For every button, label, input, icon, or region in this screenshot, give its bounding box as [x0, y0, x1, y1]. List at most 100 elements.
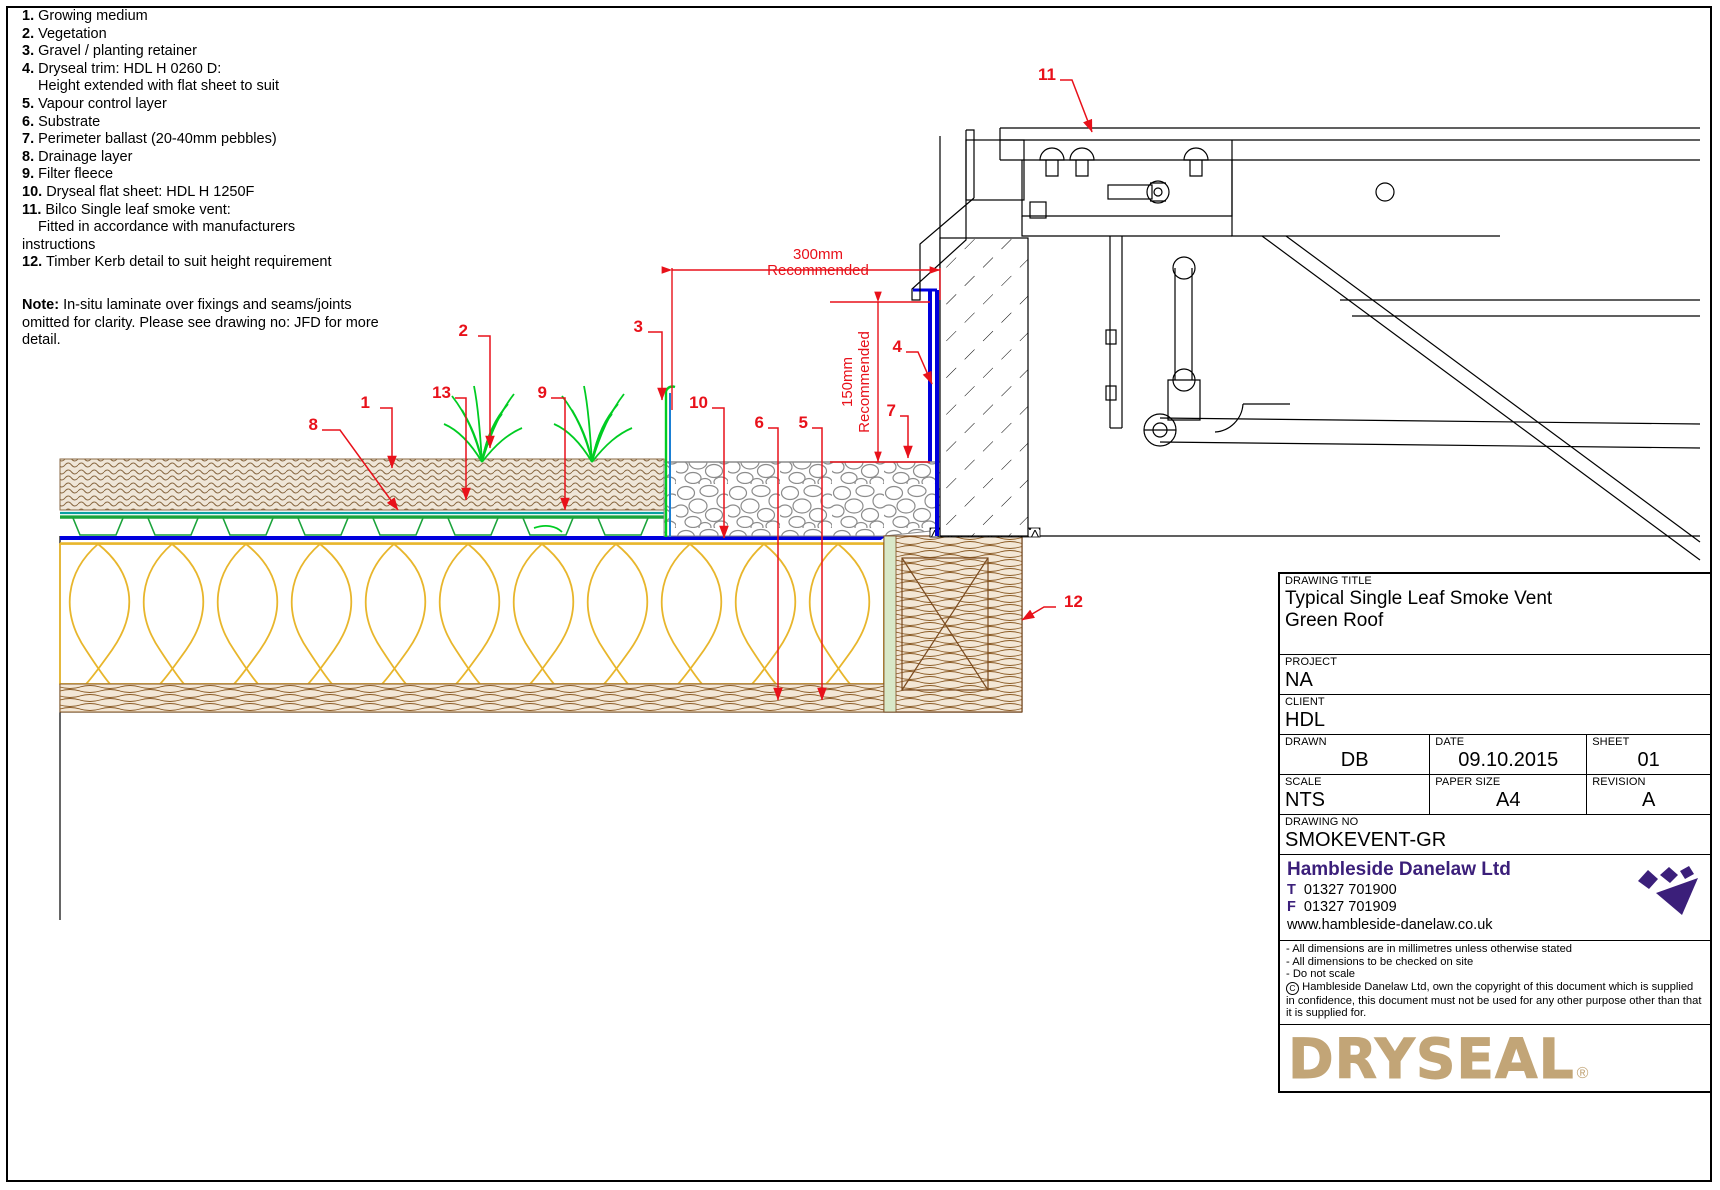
legend-item: 7. Perimeter ballast (20-40mm pebbles): [22, 131, 422, 149]
legend-item: 5. Vapour control layer: [22, 96, 422, 114]
legend-item-text: Substrate: [34, 113, 101, 130]
scale-label: SCALE: [1285, 776, 1322, 788]
legend-item-text: Drainage layer: [34, 148, 133, 165]
date-label: DATE: [1435, 736, 1465, 748]
legend-item-text: instructions: [22, 236, 96, 253]
legend-item-number: 3.: [22, 43, 35, 60]
legend-item: 1. Growing medium: [22, 8, 422, 26]
paper-size-value: A4: [1496, 789, 1521, 811]
project-label: PROJECT: [1285, 656, 1338, 668]
title-block-row-contact: Hambleside Danelaw Ltd T 01327 701900 F …: [1280, 855, 1710, 941]
legend-item-continuation: Height extended with flat sheet to suit: [22, 78, 422, 96]
drawing-title-label: DRAWING TITLE: [1285, 575, 1372, 587]
drawing-no-label: DRAWING NO: [1285, 816, 1359, 828]
legend-item-text: Filter fleece: [34, 166, 114, 183]
legend-item-text: Bilco Single leaf smoke vent:: [41, 201, 231, 218]
legend-item-text: Timber Kerb detail to suit height requir…: [42, 254, 332, 271]
legend-item-text: Dryseal flat sheet: HDL H 1250F: [42, 183, 255, 200]
legend-item: 9. Filter fleece: [22, 166, 422, 184]
phone-value: 01327 701900: [1303, 882, 1397, 898]
legend-item-number: 9.: [22, 166, 35, 183]
title-block-row-client: CLIENT HDL: [1280, 695, 1710, 735]
legend-item: 3. Gravel / planting retainer: [22, 43, 422, 61]
legend-item-number: 1.: [22, 8, 35, 24]
legend-item-text: Gravel / planting retainer: [34, 43, 197, 60]
date-cell: DATE 09.10.2015: [1430, 735, 1588, 774]
legend-item-text: Vapour control layer: [34, 95, 167, 112]
brand-logo-cell: DRYSEAL ®: [1280, 1025, 1710, 1091]
legend-item: 2. Vegetation: [22, 26, 422, 44]
title-block-row-legal: - All dimensions are in millimetres unle…: [1280, 941, 1710, 1025]
legend-item-number: 12.: [22, 254, 43, 271]
legend-item: 4. Dryseal trim: HDL H 0260 D:: [22, 61, 422, 79]
dryseal-logo: DRYSEAL ®: [1288, 1026, 1702, 1091]
legend-item: 8. Drainage layer: [22, 149, 422, 167]
client-cell: CLIENT HDL: [1280, 695, 1710, 734]
project-value: NA: [1285, 669, 1313, 691]
legend-item-number: 7.: [22, 131, 35, 148]
note-label: Note:: [22, 297, 60, 313]
drawing-note: Note: In-situ laminate over fixings and …: [22, 297, 397, 350]
contact-cell: Hambleside Danelaw Ltd T 01327 701900 F …: [1280, 855, 1710, 940]
legend-item-number: 2.: [22, 25, 35, 42]
legend-item: 10. Dryseal flat sheet: HDL H 1250F: [22, 184, 422, 202]
legend-item: 11. Bilco Single leaf smoke vent:: [22, 202, 422, 220]
copyright-icon: C: [1286, 981, 1299, 995]
legal-cell: - All dimensions are in millimetres unle…: [1280, 941, 1710, 1024]
client-value: HDL: [1285, 709, 1326, 731]
project-cell: PROJECT NA: [1280, 655, 1710, 694]
copyright-text: Hambleside Danelaw Ltd, own the copyrigh…: [1286, 980, 1702, 1020]
legend-item-continuation: Fitted in accordance with manufacturers: [22, 219, 422, 237]
sheet-label: SHEET: [1592, 736, 1630, 748]
legend-item-number: 11.: [22, 201, 42, 218]
website[interactable]: www.hambleside-danelaw.co.uk: [1287, 917, 1493, 933]
note-text: In-situ laminate over fixings and seams/…: [22, 297, 379, 349]
sheet-cell: SHEET 01: [1587, 735, 1710, 774]
title-block-row-project: PROJECT NA: [1280, 655, 1710, 695]
legend-item-number: 5.: [22, 95, 35, 112]
legend-item-number: 8.: [22, 148, 35, 165]
copyright-line: C Hambleside Danelaw Ltd, own the copyri…: [1286, 981, 1704, 1020]
legend-item-text: Growing medium: [34, 8, 148, 24]
paper-size-label: PAPER SIZE: [1435, 776, 1501, 788]
legend-item-number: 6.: [22, 113, 35, 130]
legend-item-number: 4.: [22, 60, 35, 77]
client-label: CLIENT: [1285, 696, 1325, 708]
revision-label: REVISION: [1592, 776, 1646, 788]
drawing-title-line2: Green Roof: [1285, 610, 1384, 631]
registered-trademark-icon: ®: [1576, 1064, 1589, 1082]
legend-item-text: Dryseal trim: HDL H 0260 D:: [34, 60, 222, 77]
legal-line-1: - All dimensions are in millimetres unle…: [1286, 943, 1573, 955]
legend-item-text: Vegetation: [34, 25, 107, 42]
drawn-cell: DRAWN DB: [1280, 735, 1431, 774]
legend-item-text: Fitted in accordance with manufacturers: [38, 219, 296, 236]
legend-item-number: 10.: [22, 183, 43, 200]
drawing-title-line1: Typical Single Leaf Smoke Vent: [1285, 588, 1553, 609]
drawing-no-value: SMOKEVENT-GR: [1285, 829, 1447, 851]
hambleside-danelaw-logo-icon: [1638, 866, 1698, 915]
drawn-label: DRAWN: [1285, 736, 1327, 748]
legal-line-3: - Do not scale: [1286, 968, 1356, 981]
date-value: 09.10.2015: [1458, 749, 1559, 771]
component-key-list: 1. Growing medium 2. Vegetation 3. Grave…: [22, 8, 422, 272]
legend-item: 6. Substrate: [22, 114, 422, 132]
drawn-value: DB: [1340, 749, 1369, 771]
title-block: DRAWING TITLE Typical Single Leaf Smoke …: [1278, 572, 1712, 1093]
title-block-row-title: DRAWING TITLE Typical Single Leaf Smoke …: [1280, 574, 1710, 655]
revision-cell: REVISION A: [1587, 775, 1710, 814]
revision-value: A: [1641, 789, 1656, 811]
fax-value: 01327 701909: [1303, 899, 1397, 915]
legend-item-continuation: instructions: [22, 237, 422, 255]
legend-item: 12. Timber Kerb detail to suit height re…: [22, 254, 422, 272]
drawing-no-cell: DRAWING NO SMOKEVENT-GR: [1280, 815, 1710, 854]
scale-value: NTS: [1285, 789, 1325, 811]
dryseal-wordmark: DRYSEAL: [1288, 1026, 1575, 1091]
title-block-row-drawn: DRAWN DB DATE 09.10.2015 SHEET 01: [1280, 735, 1710, 775]
company-name: Hambleside Danelaw Ltd: [1287, 859, 1511, 880]
title-block-row-scale: SCALE NTS PAPER SIZE A4 REVISION A: [1280, 775, 1710, 815]
title-block-row-drawing-no: DRAWING NO SMOKEVENT-GR: [1280, 815, 1710, 855]
title-block-row-brand: DRYSEAL ®: [1280, 1025, 1710, 1091]
sheet-value: 01: [1637, 749, 1660, 771]
fax-line: F 01327 701909: [1287, 899, 1703, 916]
